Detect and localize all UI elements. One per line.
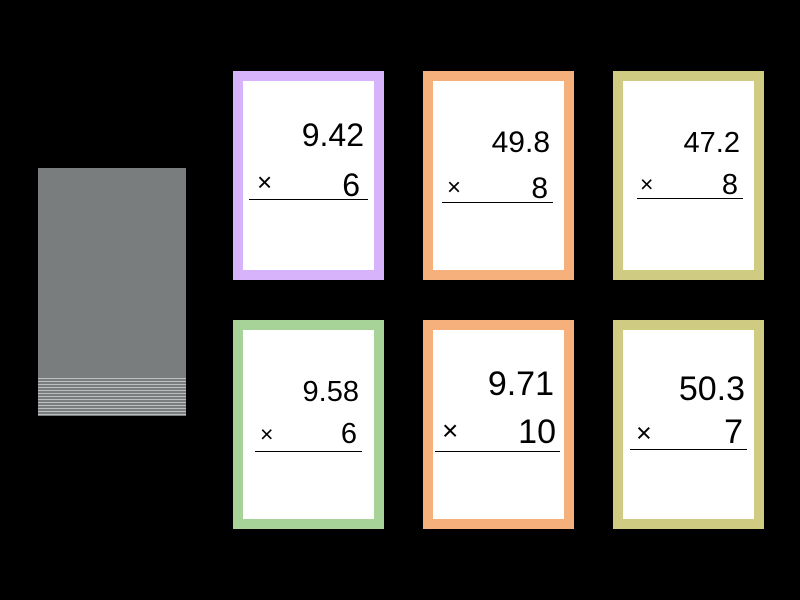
draw-pile[interactable] [38, 168, 186, 416]
problem-card-4[interactable]: 9.58 × 6 [233, 320, 384, 529]
problem-card-2[interactable]: 49.8 × 8 [423, 71, 574, 280]
multiply-sign: × [447, 174, 462, 201]
card-bottom-number: 7 [724, 413, 743, 451]
card-bottom-number: 8 [721, 169, 738, 201]
answer-line [435, 451, 560, 452]
answer-line [630, 449, 747, 450]
multiply-sign: × [636, 418, 652, 448]
answer-line [255, 451, 362, 452]
answer-line [637, 198, 743, 199]
card-top-number: 50.3 [678, 370, 745, 408]
answer-line [249, 199, 368, 200]
card-bottom-number: 6 [342, 167, 360, 203]
problem-card-6[interactable]: 50.3 × 7 [613, 320, 764, 529]
card-top-number: 9.58 [302, 376, 359, 408]
multiply-sign: × [640, 171, 654, 197]
card-top-number: 9.71 [487, 365, 554, 403]
problem-card-5[interactable]: 9.71 × 10 [423, 320, 574, 529]
deck-card-edges [38, 376, 186, 416]
card-top-number: 9.42 [301, 117, 364, 153]
answer-line [442, 202, 553, 203]
problem-card-3[interactable]: 47.2 × 8 [613, 71, 764, 280]
card-bottom-number: 8 [531, 172, 548, 205]
multiply-sign: × [442, 415, 459, 446]
card-bottom-number: 6 [340, 418, 357, 450]
multiply-sign: × [260, 421, 274, 447]
problem-card-1[interactable]: 9.42 × 6 [233, 71, 384, 280]
card-top-number: 47.2 [683, 127, 740, 159]
card-top-number: 49.8 [491, 126, 550, 159]
multiply-sign: × [257, 167, 273, 197]
card-bottom-number: 10 [518, 413, 556, 451]
